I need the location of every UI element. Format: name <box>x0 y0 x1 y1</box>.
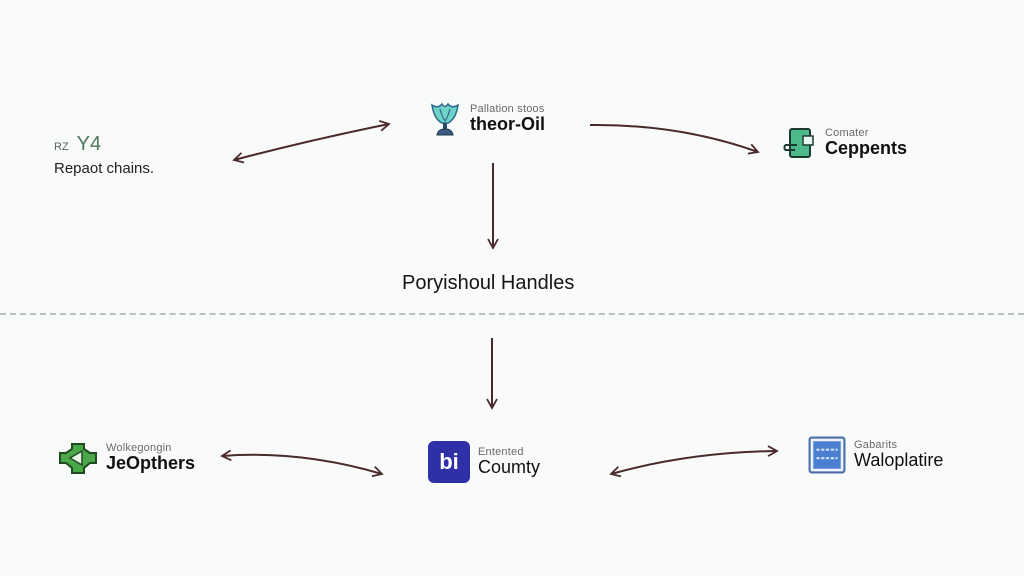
pi-logo-icon: bi <box>428 441 470 483</box>
tablet-hand-icon <box>783 128 814 158</box>
pi-logo-text: bi <box>439 449 459 474</box>
node-tag: RZ <box>54 141 69 153</box>
arrow-bottom-center-to-bottom-right <box>609 445 779 478</box>
dashed-divider <box>0 313 1024 315</box>
node-bottom-center[interactable]: bi Entented Coumty <box>428 441 540 483</box>
node-subtitle: Comater <box>825 126 869 139</box>
node-title: JeOpthers <box>106 453 196 474</box>
node-title: theor-Oil <box>470 114 545 135</box>
node-bottom-left[interactable]: Wolkegongin JeOpthers <box>58 441 195 475</box>
node-subtitle: Wolkegongin <box>106 441 172 454</box>
trophy-icon <box>431 102 459 136</box>
gear-puzzle-icon <box>59 443 97 474</box>
node-top-right[interactable]: Comater Ceppents <box>783 126 907 160</box>
arrow-left-top-to-top-center <box>232 120 391 164</box>
node-top-center[interactable]: Pallation stoos theor-Oil <box>428 100 545 138</box>
node-code: Y4 <box>76 133 102 155</box>
node-title: Waloplatire <box>854 450 944 471</box>
arrow-bottom-left-to-bottom-center <box>220 449 384 478</box>
node-subtitle: Pallation stoos <box>470 102 545 115</box>
node-left-top[interactable]: RZ Y4 Repaot chains. <box>54 133 154 177</box>
document-panel-icon <box>808 436 846 474</box>
middle-label: Poryishoul Handles <box>402 272 575 294</box>
node-description: Repaot chains. <box>54 160 155 177</box>
arrow-top-center-to-top-right <box>589 123 760 155</box>
node-title: Coumty <box>478 457 541 478</box>
node-bottom-right[interactable]: Gabarits Waloplatire <box>808 436 943 474</box>
node-title: Ceppents <box>825 138 908 159</box>
node-subtitle: Entented <box>478 445 524 458</box>
node-subtitle: Gabarits <box>854 438 898 451</box>
